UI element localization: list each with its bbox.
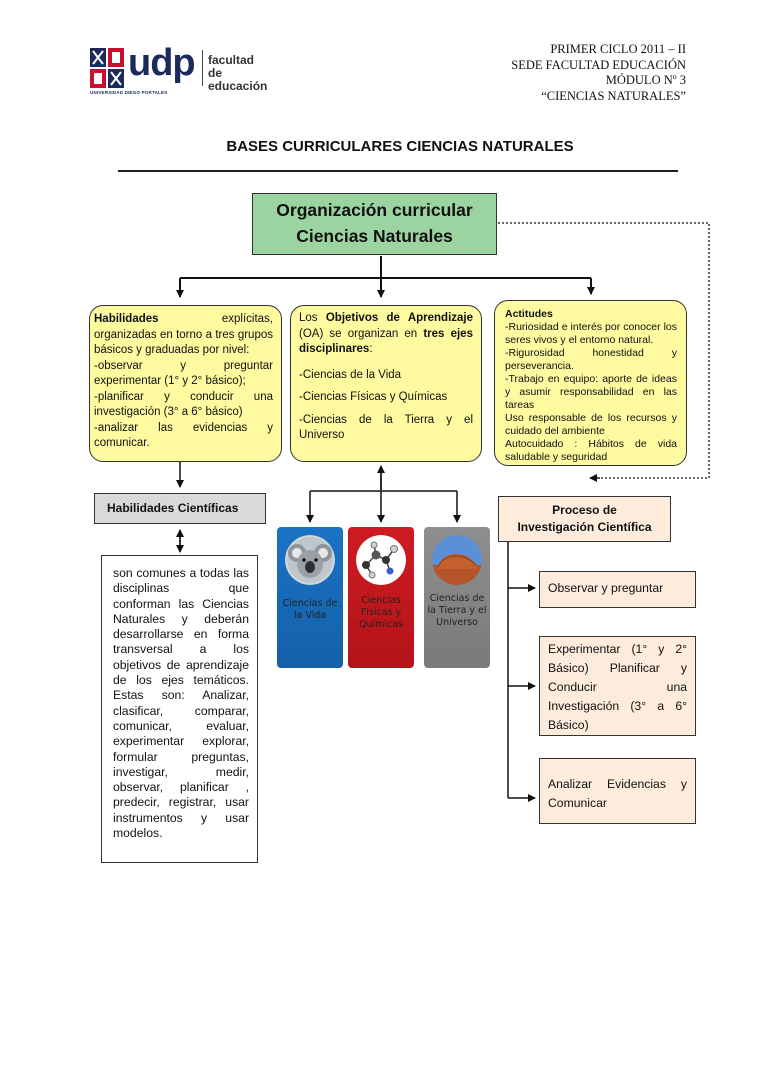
objetivos-box: Los Objetivos de Aprendizaje (OA) se org… — [290, 305, 482, 462]
actitudes-title-text: Actitudes — [505, 308, 553, 320]
objetivos-item: -Ciencias Físicas y Químicas — [299, 391, 448, 403]
habilidades-item: -observar y preguntar experimentar (1° y… — [94, 359, 273, 388]
organizacion-curricular-box: Organización curricular Ciencias Natural… — [252, 193, 497, 255]
actitudes-item: -Ruriosidad e interés por conocer los se… — [505, 321, 677, 346]
molecule-image-icon — [356, 535, 406, 585]
org-line-1: Organización curricular — [276, 200, 473, 220]
proceso-investigacion-box: Proceso de Investigación Científica — [498, 496, 671, 542]
card-fq-label: Ciencias Físicas y Químicas — [358, 595, 404, 630]
course-line: MÓDULO Nº 3 — [605, 73, 686, 87]
objetivos-post: : — [369, 343, 373, 355]
logo-text: udp — [128, 42, 196, 84]
habilidades-box: Habilidades explícitas, organizadas en t… — [89, 305, 282, 462]
logo-faculty: facultad de educación — [208, 53, 268, 93]
step-experimentar-planificar: Experimentar (1° y 2° Básico) Planificar… — [539, 636, 696, 736]
objetivos-item: -Ciencias de la Tierra y el Universo — [299, 413, 473, 442]
document-title: BASES CURRICULARES CIENCIAS NATURALES — [226, 138, 574, 155]
card-ciencias-fisicas-quimicas: Ciencias Físicas y Químicas — [348, 527, 414, 668]
actitudes-item: -Rigurosidad honestidad y perseverancia. — [505, 347, 677, 372]
step-observar-preguntar: Observar y preguntar — [539, 571, 696, 608]
card-ciencias-vida: Ciencias de la Vida — [277, 527, 343, 668]
udp-logo: udp UNIVERSIDAD DIEGO PORTALES facultad … — [90, 42, 270, 96]
objetivos-item: -Ciencias de la Vida — [299, 368, 402, 381]
proceso-line-1: Proceso de — [552, 503, 617, 517]
card-vida-label: Ciencias de la Vida — [282, 598, 338, 621]
step-analizar-comunicar: Analizar Evidencias y Comunicar — [539, 758, 696, 824]
logo-university: UNIVERSIDAD DIEGO PORTALES — [90, 90, 168, 95]
proceso-line-2: Investigación Científica — [517, 520, 652, 534]
university-crest-icon — [90, 48, 124, 88]
course-info: PRIMER CICLO 2011 – II SEDE FACULTAD EDU… — [470, 42, 686, 104]
objetivos-bold-2: tres ejes disciplinares — [299, 327, 473, 356]
rock-landscape-image-icon — [432, 535, 482, 585]
course-line: SEDE FACULTAD EDUCACIÓN — [511, 57, 686, 72]
koala-image-icon — [285, 535, 335, 585]
logo-separator — [202, 50, 203, 86]
objetivos-intro: Los Objetivos de Aprendizaje (OA) se org… — [299, 311, 473, 358]
card-ciencias-tierra-universo: Ciencias de la Tierra y el Universo — [424, 527, 490, 668]
objetivos-mid: (OA) se organizan en — [299, 327, 424, 340]
title-underline — [118, 170, 678, 172]
habilidades-cientificas-box: Habilidades Científicas — [94, 493, 266, 524]
actitudes-item: -Trabajo en equipo: aporte de ideas y as… — [505, 373, 677, 411]
course-line: PRIMER CICLO 2011 – II — [550, 42, 686, 56]
actitudes-title: Actitudes — [505, 308, 677, 321]
habilidades-bold: Habilidades — [94, 313, 159, 325]
habilidades-intro: Habilidades explícitas, organizadas en t… — [94, 312, 273, 359]
org-line-2: Ciencias Naturales — [296, 226, 453, 246]
card-tu-label: Ciencias de la Tierra y el Universo — [427, 593, 487, 628]
habilidades-item: -planificar y conducir una investigación… — [94, 390, 273, 419]
habilidades-text: explícitas, organizadas en torno a tres … — [94, 313, 273, 356]
actitudes-box: Actitudes -Ruriosidad e interés por cono… — [494, 300, 687, 466]
actitudes-item: Uso responsable de los recursos y cuidad… — [505, 412, 677, 437]
habilidades-descripcion-box: son comunes a todas las disciplinas que … — [101, 555, 258, 863]
course-line: “CIENCIAS NATURALES” — [541, 88, 686, 103]
objetivos-pre: Los — [299, 312, 326, 324]
habilidades-item: -analizar las evidencias y comunicar. — [94, 421, 273, 450]
objetivos-bold-1: Objetivos de Aprendizaje — [325, 312, 473, 324]
actitudes-item: Autocuidado : Hábitos de vida saludable … — [505, 438, 677, 463]
